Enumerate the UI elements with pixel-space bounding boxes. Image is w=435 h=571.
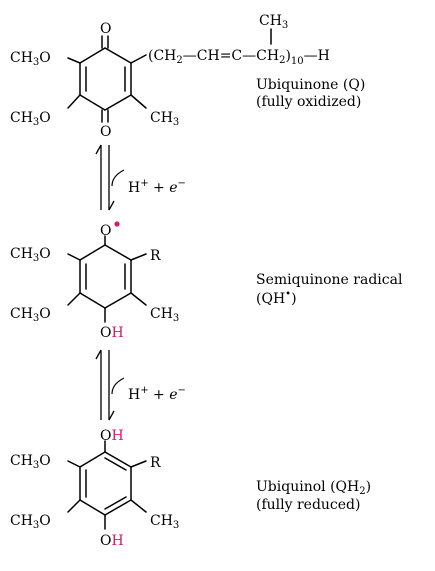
oxygen-bottom-label: O <box>100 124 111 140</box>
radical-dot-icon <box>114 221 120 227</box>
arrow-1-label: H+ + e− <box>128 178 186 196</box>
arrow-2-curl <box>111 377 125 395</box>
semiquinone-structure: O OH CH3O CH3O R CH3 Semiquinone radical… <box>10 221 403 341</box>
semiquinone-r-label: R <box>150 248 161 264</box>
ubiquinol-name: Ubiquinol (QH2) <box>256 479 371 497</box>
ubiquinol-hydroxyl-top-label: OH <box>100 428 124 444</box>
oxygen-top-label: O <box>100 21 111 37</box>
methoxy-lower-label: CH3O <box>10 110 51 128</box>
ubiquinol-hydroxyl-bottom: OH <box>100 514 124 549</box>
ubiquinol-r-label: R <box>150 455 161 471</box>
methyl-label: CH3 <box>150 110 179 128</box>
ubiquinol-methoxy-upper: CH3O <box>10 453 81 471</box>
semiquinone-formula: (QH•) <box>256 289 297 307</box>
semiquinone-methoxy-lower-label: CH3O <box>10 306 51 324</box>
semiquinone-r-group: R <box>130 248 161 264</box>
isoprenoid-chain-label: (CH2—CH=C—CH2)10—H <box>148 48 330 67</box>
methoxy-upper: CH3O <box>10 50 81 68</box>
semiquinone-methyl-label: CH3 <box>150 306 179 324</box>
ubiquinol-methoxy-upper-label: CH3O <box>10 453 51 471</box>
methyl-group: CH3 <box>130 94 179 128</box>
ubiquinol-hydroxyl-top: OH <box>100 428 124 453</box>
arrow-1-head-up <box>95 144 102 155</box>
ubiquinone-structure: O O CH3O CH3O CH3 (CH2—CH=C—CH2)10—H CH3… <box>10 13 365 140</box>
arrow-2-label: H+ + e− <box>128 385 186 403</box>
semiquinone-methyl: CH3 <box>130 292 179 324</box>
ubiquinol-methoxy-lower-label: CH3O <box>10 513 51 531</box>
semiquinone-methoxy-upper-label: CH3O <box>10 246 51 264</box>
ubiquinol-structure: OH OH CH3O CH3O R CH3 Ubiquinol (QH2) (f… <box>10 428 371 549</box>
methoxy-lower: CH3O <box>10 94 81 128</box>
semiquinone-name: Semiquinone radical <box>256 272 403 288</box>
radical-oxygen-label: O <box>100 223 111 239</box>
reduction-arrow-2: H+ + e− <box>95 349 186 421</box>
chain-methyl-label: CH3 <box>259 13 288 31</box>
ubiquinol-hydroxyl-bottom-label: OH <box>100 533 124 549</box>
ubiquinone-state: (fully oxidized) <box>256 94 361 110</box>
ubiquinol-ring <box>79 451 132 516</box>
semiquinone-methoxy-lower: CH3O <box>10 292 81 324</box>
ubiquinol-methyl-label: CH3 <box>150 513 179 531</box>
methoxy-upper-label: CH3O <box>10 50 51 68</box>
ubiquinol-methyl: CH3 <box>130 499 179 531</box>
ubiquinone-ring <box>79 47 132 111</box>
semiquinone-hydroxyl-label: OH <box>100 325 124 341</box>
arrow-1-head-down <box>108 200 115 211</box>
reduction-arrow-1: H+ + e− <box>95 144 186 211</box>
ubiquinol-r-group: R <box>130 455 161 471</box>
carbonyl-top: O <box>100 21 111 49</box>
ubiquinol-state: (fully reduced) <box>256 497 360 513</box>
radical-oxygen: O <box>100 221 120 246</box>
carbonyl-bottom: O <box>100 109 111 140</box>
arrow-2-head-down <box>108 410 115 421</box>
arrow-2-head-up <box>95 349 102 360</box>
isoprenoid-chain: (CH2—CH=C—CH2)10—H CH3 <box>130 13 330 67</box>
semiquinone-hydroxyl: OH <box>100 307 124 341</box>
arrow-1-curl <box>111 169 125 187</box>
ubiquinone-name: Ubiquinone (Q) <box>256 77 365 93</box>
semiquinone-ring <box>79 244 132 309</box>
semiquinone-methoxy-upper: CH3O <box>10 246 81 264</box>
ubiquinol-methoxy-lower: CH3O <box>10 499 81 531</box>
